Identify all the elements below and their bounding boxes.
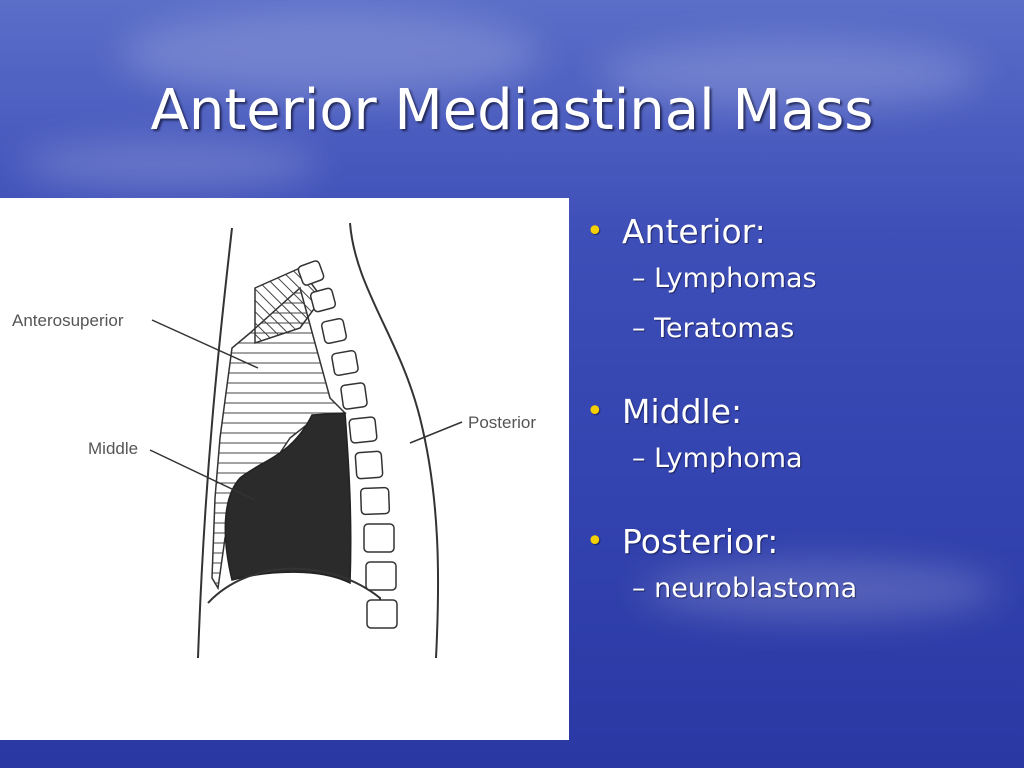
label-anterosuperior: Anterosuperior (12, 311, 124, 330)
bullet-posterior: • Posterior: (586, 520, 1006, 564)
bullet-dot-icon: • (586, 214, 604, 249)
bullet-dot-icon: • (586, 394, 604, 429)
mediastinum-illustration: Anterosuperior Middle Posterior (12, 222, 536, 659)
bullet-dot-icon: • (586, 524, 604, 559)
slide-title: Anterior Mediastinal Mass (150, 78, 874, 143)
sub-bullet: – Teratomas (632, 313, 795, 344)
posterior-pointer (409, 421, 463, 444)
sub-bullet: – neuroblastoma (632, 573, 858, 604)
posterior-chest-wall (349, 222, 440, 659)
sub-bullet: – Lymphoma (632, 443, 803, 474)
bullet-middle: • Middle: (586, 390, 1006, 434)
label-posterior: Posterior (468, 413, 536, 432)
spine (297, 260, 398, 629)
background-cloud (20, 140, 320, 190)
bullet-list: • Anterior: – Lymphomas – Teratomas • Mi… (586, 210, 1006, 614)
middle-pointer (149, 449, 256, 501)
background-cloud (600, 40, 980, 110)
anterosuperior-pointer (151, 319, 259, 369)
upper-mediastinum (254, 267, 323, 345)
background-cloud (640, 560, 1000, 620)
label-middle: Middle (88, 439, 138, 458)
bullet-anterior: • Anterior: (586, 210, 1006, 254)
mediastinum-diagram: Anterosuperior Middle Posterior (0, 198, 569, 740)
anterior-chest-wall (197, 227, 233, 659)
sub-bullet: – Lymphomas (632, 263, 817, 294)
background-cloud (120, 10, 540, 100)
